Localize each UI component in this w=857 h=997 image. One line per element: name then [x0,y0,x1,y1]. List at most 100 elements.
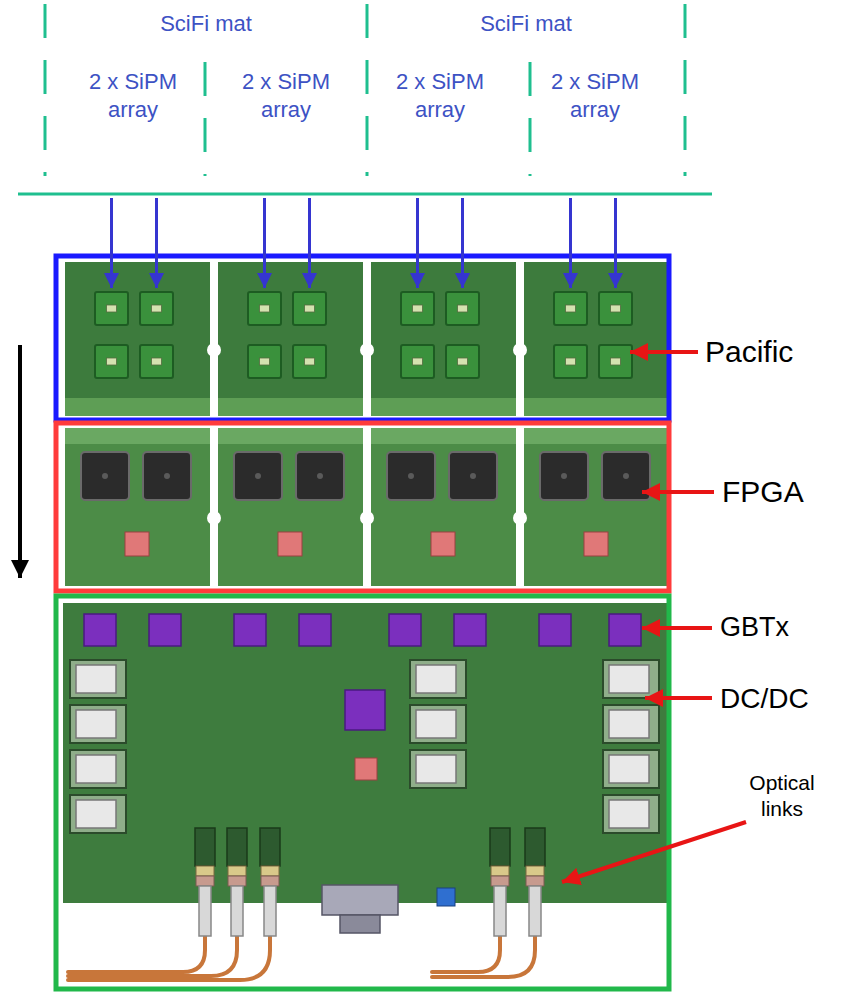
fpga-chip [449,452,497,500]
gbtx-chip [539,614,571,646]
mat-edge-line [18,193,712,196]
board-strip [371,428,516,444]
pacific-board [524,262,669,416]
board-notch [360,343,374,357]
fibre-cable [68,935,270,980]
callout-label: GBTx [720,611,789,645]
optical-connector [227,828,247,936]
callout-label: DC/DC [720,681,809,716]
dcdc-module [70,705,126,743]
board-connector [340,915,380,933]
mat-label: SciFi mat [480,10,572,38]
fpga-chip [540,452,588,500]
small-chip [584,532,608,556]
pacific-board [65,262,210,416]
pacific-chip [599,345,632,378]
gbtx-chip [149,614,181,646]
small-chip [437,888,455,906]
fibre-cable [432,935,535,977]
dcdc-module [603,705,659,743]
array-divider [204,62,207,176]
fpga-chip [387,452,435,500]
gbtx-chip [84,614,116,646]
dcdc-module [410,750,466,788]
callout-arrow [630,350,698,354]
dcdc-module [70,795,126,833]
signal-arrow [569,198,572,288]
dcdc-module [70,660,126,698]
callout-arrow [642,490,714,494]
board-strip [371,398,516,416]
pacific-region [56,256,669,420]
pacific-chip [401,292,434,325]
pacific-chip [248,345,281,378]
board-strip [218,428,363,444]
fpga-chip [296,452,344,500]
dcdc-module [410,705,466,743]
dcdc-module [603,795,659,833]
mat-divider [44,4,47,176]
optical-connector [260,828,280,936]
board-notch [207,343,221,357]
board-strip [524,398,669,416]
callout-label: FPGA [722,473,804,511]
pacific-chip [446,345,479,378]
callout-arrow [562,822,746,882]
board-connector [322,885,398,915]
signal-arrow [110,198,113,288]
callout-arrow [645,696,712,700]
small-chip [125,532,149,556]
board-strip [65,398,210,416]
master-region [56,596,669,989]
callout-arrow [642,626,712,630]
pacific-chip [293,345,326,378]
master-board [63,603,667,903]
callout-label: Pacific [705,333,793,371]
signal-arrow [263,198,266,288]
pacific-board [218,262,363,416]
signal-arrow [614,198,617,288]
fpga-board [371,428,516,586]
small-chip [355,758,377,780]
sipm-label: 2 x SiPM array [385,68,495,123]
optical-connector [195,828,215,936]
pacific-chip [599,292,632,325]
small-chip [431,532,455,556]
dcdc-module [603,750,659,788]
gbtx-chip [389,614,421,646]
optical-connector [525,828,545,936]
board-notch [360,511,374,525]
fpga-chip [81,452,129,500]
gbtx-chip [454,614,486,646]
signal-arrow [461,198,464,288]
fibre-cable [68,935,205,972]
fpga-board [65,428,210,586]
pacific-chip [554,345,587,378]
fpga-region [56,423,669,591]
pacific-chip [554,292,587,325]
gbtx-chip [345,690,385,730]
dcdc-module [410,660,466,698]
fibre-cable [432,935,500,972]
callout-label: Optical links [732,770,832,823]
mat-label: SciFi mat [160,10,252,38]
small-chip [278,532,302,556]
pacific-chip [248,292,281,325]
board-strip [65,428,210,444]
pacific-chip [95,345,128,378]
pacific-chip [446,292,479,325]
board-notch [207,511,221,525]
fpga-board [524,428,669,586]
pacific-board [371,262,516,416]
fpga-chip [234,452,282,500]
board-notch [513,511,527,525]
signal-arrow [155,198,158,288]
mat-divider [366,4,369,176]
pacific-chip [95,292,128,325]
board-strip [524,428,669,444]
flow-arrow [18,345,22,578]
dcdc-module [603,660,659,698]
sipm-label: 2 x SiPM array [540,68,650,123]
sipm-label: 2 x SiPM array [231,68,341,123]
